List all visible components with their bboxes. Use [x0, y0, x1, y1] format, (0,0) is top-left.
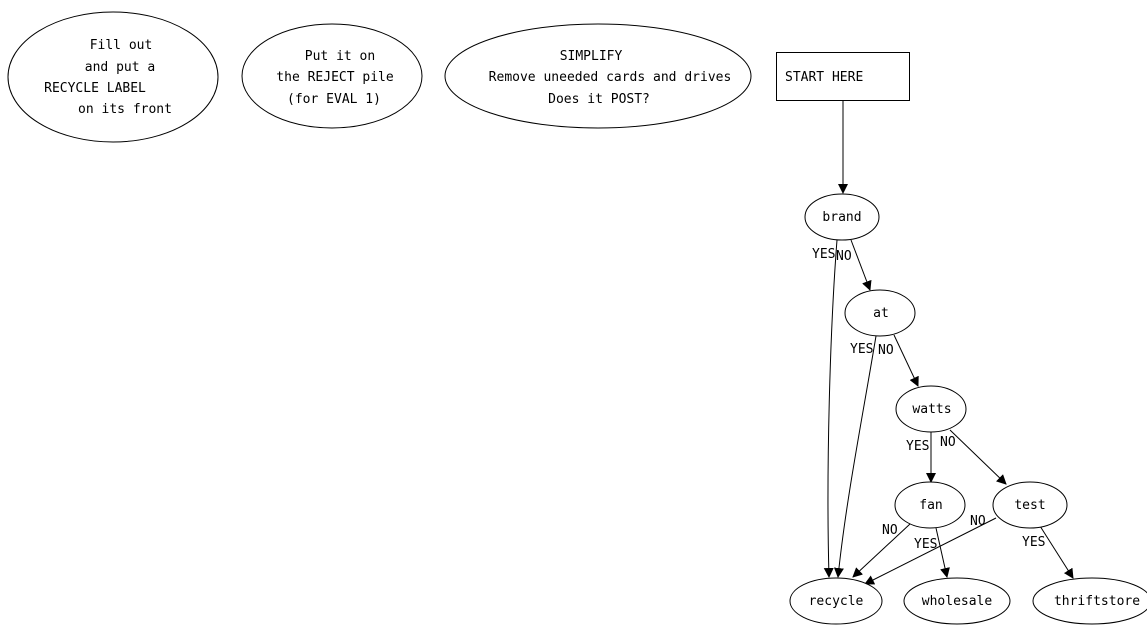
- node-label: wholesale: [922, 594, 993, 609]
- edge-fan-recycle: [852, 523, 911, 578]
- node-label: fan: [919, 498, 942, 513]
- edge-test-recycle: [864, 517, 997, 585]
- node-label: at: [873, 306, 889, 321]
- node-fan: fan: [894, 481, 966, 529]
- edge-at-watts: [893, 334, 919, 387]
- edge-label: YES: [906, 439, 929, 454]
- note-line: the REJECT pile: [276, 70, 394, 85]
- note-line: and put a: [85, 60, 155, 75]
- node-label: thriftstore: [1054, 594, 1140, 609]
- edge-label: YES: [1022, 535, 1045, 550]
- edge-test-thriftstore: [1039, 525, 1074, 579]
- note-line: Remove uneeded cards and drives: [489, 70, 732, 85]
- note-line: Does it POST?: [548, 92, 650, 107]
- edge-label: NO: [970, 514, 986, 529]
- note-reject: Put it on the REJECT pile (for EVAL 1): [241, 23, 423, 129]
- edge-fan-wholesale: [935, 527, 950, 578]
- node-label: test: [1014, 498, 1045, 513]
- note-line: (for EVAL 1): [287, 92, 381, 107]
- note-recycle-label: Fill out and put a RECYCLE LABEL on its …: [7, 11, 219, 143]
- note-line: on its front: [78, 102, 172, 117]
- start-node: START HERE: [776, 52, 910, 101]
- edge-brand-recycle: [823, 239, 838, 578]
- node-label: watts: [912, 402, 951, 417]
- node-recycle: recycle: [789, 577, 883, 625]
- node-wholesale: wholesale: [903, 577, 1011, 625]
- edge-label: YES: [914, 537, 937, 552]
- edge-label: NO: [882, 523, 898, 538]
- note-line: SIMPLIFY: [560, 49, 623, 64]
- edge-brand-at: [850, 239, 872, 291]
- node-test: test: [992, 481, 1068, 529]
- edge-label: YES: [850, 342, 873, 357]
- edge-label: NO: [878, 343, 894, 358]
- note-simplify: SIMPLIFY Remove uneeded cards and drives…: [444, 23, 752, 129]
- edge-label: NO: [836, 249, 852, 264]
- node-watts: watts: [895, 385, 967, 433]
- note-line: Put it on: [305, 49, 375, 64]
- node-at: at: [844, 289, 916, 337]
- edge-label: NO: [940, 435, 956, 450]
- node-thriftstore: thriftstore: [1032, 577, 1147, 625]
- node-label: brand: [822, 210, 861, 225]
- start-label: START HERE: [785, 70, 863, 85]
- edge-watts-test: [949, 429, 1007, 485]
- edge-at-recycle: [833, 335, 877, 578]
- node-label: recycle: [809, 594, 864, 609]
- note-line: Fill out: [90, 38, 153, 53]
- note-line: RECYCLE LABEL: [44, 81, 146, 96]
- edge-label: YES: [812, 247, 835, 262]
- node-brand: brand: [804, 193, 880, 241]
